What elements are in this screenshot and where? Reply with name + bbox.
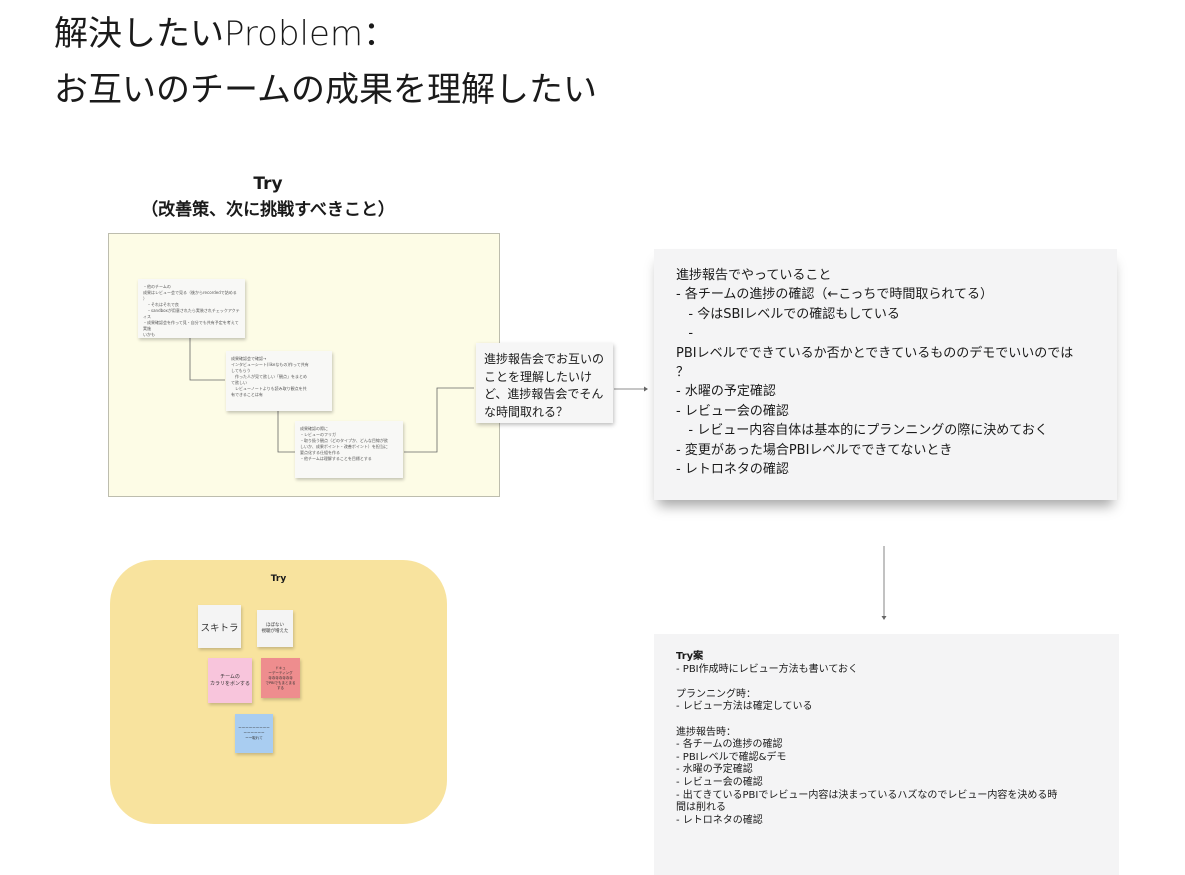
try-board[interactable]: Try スキトラ ほぼない 視聴が増えた チームの カラリをボンする ドキュ ー… [110, 560, 447, 824]
card-line: ？ [676, 365, 690, 381]
progress-report-card[interactable]: 進捗報告でやっていること - 各チームの進捗の確認（←こっちで時間取られてる） … [654, 249, 1117, 500]
card-line: - 各チームの進捗の確認 [676, 739, 783, 751]
flow-note-1[interactable]: ・他のチームの 成果はレビュー会で見る（後からrecordedで詰める ） ・そ… [138, 279, 245, 338]
sticky-text: ほぼない 視聴が増えた [261, 622, 289, 634]
sticky-text: スキトラ [200, 622, 239, 634]
card-line: 進捗報告時： [676, 726, 736, 738]
page-title: 解決したいProblem： お互いのチームの成果を理解したい [54, 6, 597, 118]
card-line: - [676, 326, 694, 342]
card-line: - 変更があった場合PBIレベルでできてないとき [676, 442, 953, 458]
card-line: - レビュー会の確認 [676, 776, 763, 788]
card-line: - PBI作成時にレビュー方法も書いておく [676, 663, 859, 675]
try-proposal-card[interactable]: Try案 - PBI作成時にレビュー方法も書いておく プランニング時： - レビ… [654, 634, 1119, 875]
sticky-text: ーーーーーーーーー ーーーーーー ーー取れて [238, 726, 270, 740]
board-title: Try [270, 574, 287, 584]
sticky-note[interactable]: ーーーーーーーーー ーーーーーー ーー取れて [235, 714, 273, 753]
card-line [676, 676, 1097, 689]
card-line: - 水曜の予定確認 [676, 384, 776, 400]
sticky-note[interactable]: チームの カラリをボンする [208, 658, 252, 703]
card-line: - レトロネタの確認 [676, 814, 763, 826]
title-line-1: 解決したいProblem： [54, 14, 398, 54]
try-heading-line-2: （改善策、次に挑戦すべきこと） [141, 200, 395, 220]
arrowhead-icon [881, 616, 887, 620]
sticky-text: チームの カラリをボンする [209, 674, 250, 687]
connector-note2-note3 [277, 410, 296, 453]
card-line: 進捗報告でやっていること [676, 268, 832, 283]
card-line: PBIレベルでできているか否かとできているもののデモでいいのでは [676, 345, 1074, 361]
sticky-note[interactable]: スキトラ [198, 605, 241, 648]
sticky-note[interactable]: ほぼない 視聴が増えた [257, 610, 293, 647]
sticky-text: ドキュ ーデーティング 寺寺寺寺寺寺寺 でPBIでもまとまる する [265, 665, 296, 690]
card-line: - レビュー内容自体は基本的にプランニングの際に決めておく [676, 423, 1048, 439]
try-heading-line-1: Try [253, 174, 283, 194]
title-line-2: お互いのチームの成果を理解したい [54, 70, 597, 110]
arrowhead-icon [644, 386, 648, 392]
connector-note1-note2 [189, 337, 225, 381]
card-line [676, 714, 1097, 727]
card-line: - レビュー方法は確定している [676, 701, 813, 713]
card-line: プランニング時： [676, 688, 756, 700]
card-line: - 今はSBIレベルでの確認もしている [676, 306, 900, 322]
card-line: - 出てきているPBIでレビュー内容は決まっているハズなのでレビュー内容を決める… [676, 789, 1058, 801]
sticky-note[interactable]: ドキュ ーデーティング 寺寺寺寺寺寺寺 でPBIでもまとまる する [261, 658, 300, 698]
card-line: - レビュー会の確認 [676, 403, 789, 419]
card-line: - レトロネタの確認 [676, 462, 789, 478]
flow-note-3[interactable]: 成果確認の際に ・レビューのフリガ ・取り扱う観点（どのタイプか、どんな目線が欲… [295, 421, 403, 478]
card-line: - 各チームの進捗の確認（←こっちで時間取られてる） [676, 287, 994, 303]
connector-note3-question [404, 387, 474, 453]
try-card-heading: Try案 [676, 651, 704, 662]
card-line: 間は削れる [676, 802, 726, 814]
question-note[interactable]: 進捗報告会でお互いのことを理解したいけど、進捗報告会でそんな時間取れる？ [476, 343, 613, 423]
card-line: - PBIレベルで確認&デモ [676, 751, 787, 763]
flow-note-2[interactable]: 成果確認会で確認→ インタビューシート(likeなもの)作って共有 してもらう … [226, 351, 332, 411]
card-line: - 水曜の予定確認 [676, 764, 753, 776]
try-heading: Try （改善策、次に挑戦すべきこと） [110, 171, 426, 223]
